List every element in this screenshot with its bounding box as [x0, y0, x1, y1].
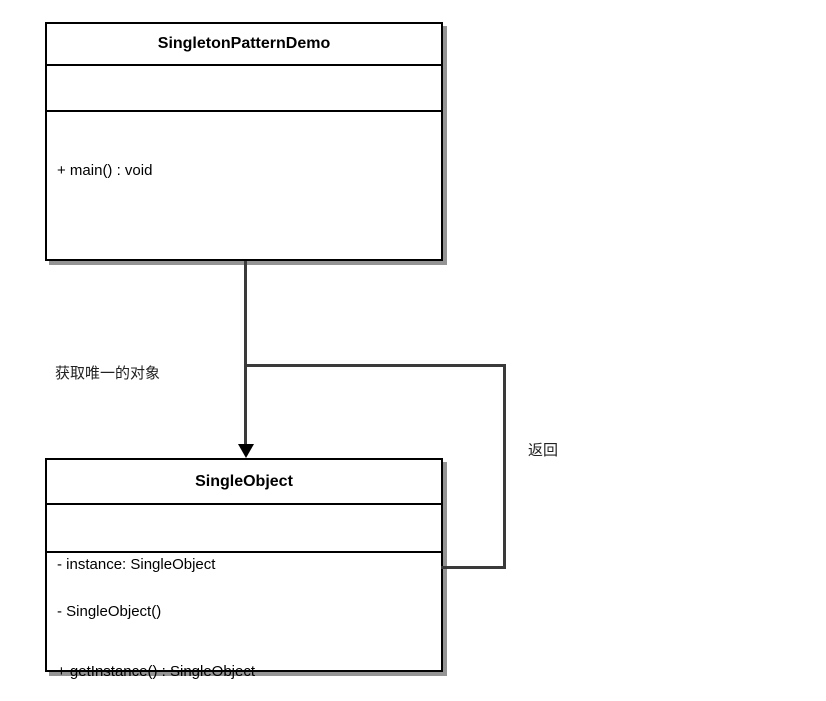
return-edge-bottom-horizontal	[441, 566, 506, 569]
call-edge-vertical-line	[244, 261, 247, 446]
class-methods-compartment: + main() : void	[47, 110, 441, 259]
call-edge-arrowhead-icon	[238, 444, 254, 458]
class-attributes-compartment: - instance: SingleObject	[47, 503, 441, 573]
return-edge-label: 返回	[528, 442, 559, 459]
attribute-item: - instance: SingleObject	[57, 556, 216, 573]
method-item: + getInstance() : SingleObject	[57, 663, 256, 680]
class-attributes-compartment	[47, 64, 441, 110]
method-item: - SingleObject()	[57, 603, 162, 620]
class-box-single-object[interactable]: SingleObject - instance: SingleObject - …	[45, 458, 443, 680]
return-edge-top-horizontal	[244, 364, 506, 367]
class-name-compartment: SingletonPatternDemo	[47, 24, 441, 64]
class-name-compartment: SingleObject	[47, 460, 441, 503]
class-box-singleton-pattern-demo[interactable]: SingletonPatternDemo + main() : void	[45, 22, 443, 261]
class-name-label: SingleObject	[195, 472, 293, 490]
call-edge-label: 获取唯一的对象	[55, 365, 161, 382]
return-edge-vertical-line	[503, 364, 506, 569]
method-item: + main() : void	[57, 162, 153, 179]
class-name-label: SingletonPatternDemo	[157, 35, 331, 52]
class-methods-compartment: - SingleObject() + getInstance() : Singl…	[47, 551, 441, 680]
